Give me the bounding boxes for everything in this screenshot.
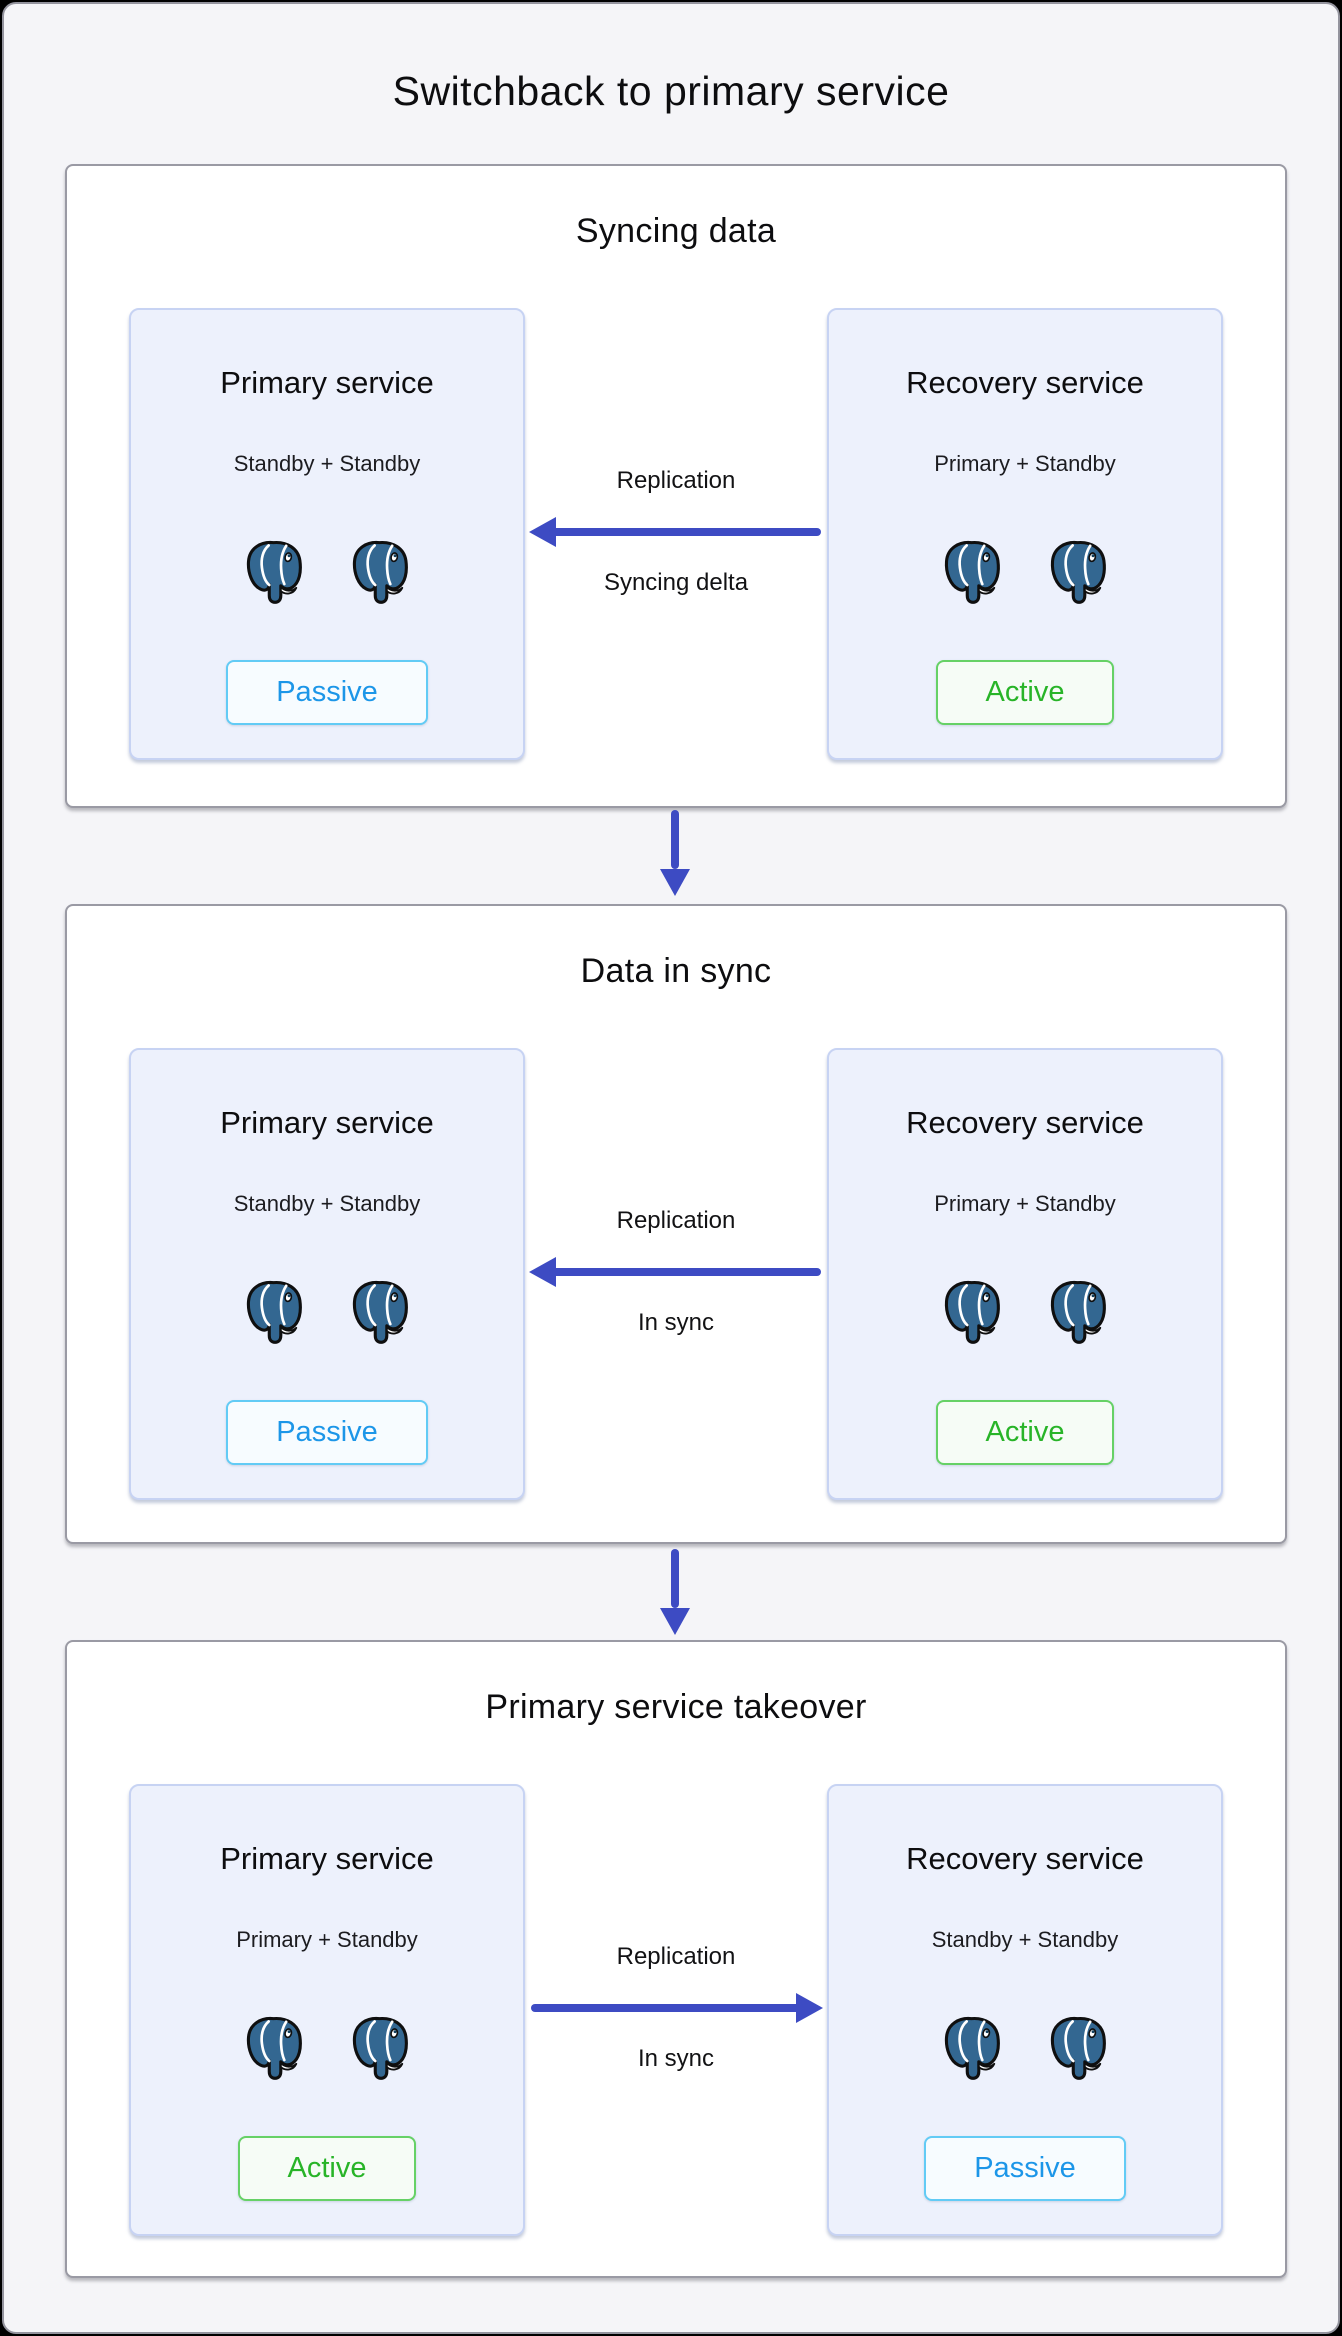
page-title: Switchback to primary service (392, 68, 950, 114)
postgres-instances (939, 2014, 1111, 2080)
status-badge: Active (237, 2136, 417, 2201)
postgres-instances (939, 538, 1111, 604)
card-subtitle: Primary + Standby (236, 1927, 418, 1952)
stage-title: Syncing data (575, 212, 777, 250)
card-title: Primary service (220, 1841, 434, 1876)
postgresql-elephant-icon (241, 1278, 307, 1344)
postgres-instances (241, 1278, 413, 1344)
postgres-instances (241, 2014, 413, 2080)
left-arrow-icon (529, 1257, 823, 1287)
stage-title: Primary service takeover (485, 1688, 867, 1726)
primary-service-card: Primary service Primary + Standby Active (129, 1784, 525, 2236)
postgresql-elephant-icon (347, 538, 413, 604)
status-badge: Active (935, 1400, 1115, 1465)
postgresql-elephant-icon (1045, 2014, 1111, 2080)
primary-service-card: Primary service Standby + Standby Passiv… (129, 308, 525, 760)
postgresql-elephant-icon (1045, 538, 1111, 604)
postgres-instances (939, 1278, 1111, 1344)
postgresql-elephant-icon (939, 1278, 1005, 1344)
postgresql-elephant-icon (1045, 1278, 1111, 1344)
arrow-shaft (671, 1549, 679, 1608)
arrowhead (660, 1608, 690, 1635)
stage-primary-service-takeover: Primary service takeover Primary service… (65, 1640, 1287, 2278)
card-subtitle: Standby + Standby (233, 451, 421, 476)
down-arrow-icon (660, 1549, 690, 1635)
postgres-instances (241, 538, 413, 604)
postgresql-elephant-icon (939, 2014, 1005, 2080)
card-title: Recovery service (906, 1841, 1144, 1876)
card-title: Primary service (220, 1105, 434, 1140)
card-subtitle: Standby + Standby (931, 1927, 1119, 1952)
arrow-label-bottom: Syncing delta (603, 569, 749, 596)
status-badge: Passive (924, 2136, 1126, 2201)
recovery-service-card: Recovery service Primary + Standby Activ… (827, 1048, 1223, 1500)
card-subtitle: Standby + Standby (233, 1191, 421, 1216)
status-badge: Passive (226, 1400, 428, 1465)
recovery-service-card: Recovery service Primary + Standby Activ… (827, 308, 1223, 760)
postgresql-elephant-icon (347, 1278, 413, 1344)
postgresql-elephant-icon (347, 2014, 413, 2080)
primary-service-card: Primary service Standby + Standby Passiv… (129, 1048, 525, 1500)
postgresql-elephant-icon (939, 538, 1005, 604)
arrow-label-top: Replication (616, 467, 736, 494)
arrow-shaft (531, 2004, 803, 2012)
status-badge: Passive (226, 660, 428, 725)
card-title: Recovery service (906, 1105, 1144, 1140)
stage-title: Data in sync (580, 952, 772, 990)
right-arrow-icon (529, 1993, 823, 2023)
card-subtitle: Primary + Standby (934, 1191, 1116, 1216)
status-badge: Active (935, 660, 1115, 725)
arrow-shaft (549, 528, 821, 536)
card-title: Recovery service (906, 365, 1144, 400)
arrow-label-bottom: In sync (637, 1309, 715, 1336)
down-arrow-icon (660, 810, 690, 896)
postgresql-elephant-icon (241, 2014, 307, 2080)
arrowhead (796, 1993, 823, 2023)
replication-flow: Replication Syncing delta (520, 308, 832, 756)
arrow-label-bottom: In sync (637, 2045, 715, 2072)
replication-flow: Replication In sync (520, 1784, 832, 2232)
card-subtitle: Primary + Standby (934, 451, 1116, 476)
arrow-label-top: Replication (616, 1943, 736, 1970)
left-arrow-icon (529, 517, 823, 547)
arrow-shaft (549, 1268, 821, 1276)
stage-syncing-data: Syncing data Primary service Standby + S… (65, 164, 1287, 808)
arrow-label-top: Replication (616, 1207, 736, 1234)
recovery-service-card: Recovery service Standby + Standby Passi… (827, 1784, 1223, 2236)
postgresql-elephant-icon (241, 538, 307, 604)
arrow-shaft (671, 810, 679, 869)
arrowhead (660, 869, 690, 896)
replication-flow: Replication In sync (520, 1048, 832, 1496)
card-title: Primary service (220, 365, 434, 400)
stage-data-in-sync: Data in sync Primary service Standby + S… (65, 904, 1287, 1544)
